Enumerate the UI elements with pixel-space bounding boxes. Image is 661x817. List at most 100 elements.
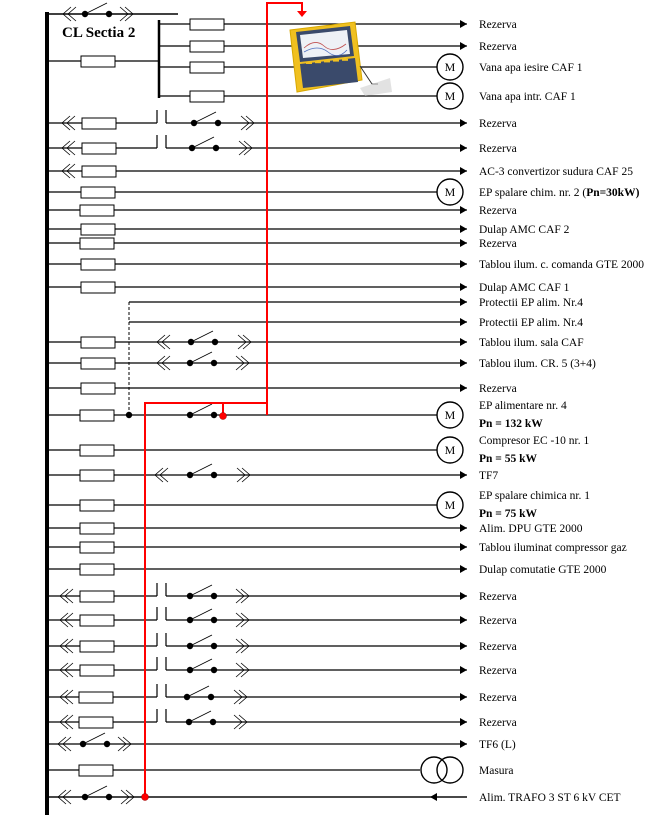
switch-blade — [189, 351, 213, 364]
device-key — [306, 62, 312, 64]
switch-blade — [84, 2, 108, 15]
plug-connector-right-icon — [117, 736, 132, 752]
feeder-label: Rezerva — [479, 19, 517, 31]
fuse-symbol — [79, 444, 115, 457]
fuse-symbol — [78, 716, 114, 729]
feeder-label: Rezerva — [479, 591, 517, 603]
plug-connector-left-icon — [59, 689, 74, 705]
feeder-label: Rezerva — [479, 118, 517, 130]
feeder-label: EP alimentare nr. 4 — [479, 400, 567, 412]
plug-connector-right-icon — [236, 467, 251, 483]
switch-blade — [193, 111, 217, 124]
plug-connector-left-icon — [57, 736, 72, 752]
feeder-label: EP spalare chimica nr. 1 — [479, 490, 590, 502]
plug-connector-right-icon — [235, 355, 250, 371]
feeder-label: Vana apa iesire CAF 1 — [479, 62, 583, 74]
switch-blade — [189, 658, 213, 671]
switch-contact — [103, 740, 111, 748]
motor-symbol-text: M — [445, 89, 456, 103]
arrow-right-icon — [460, 565, 467, 573]
plug-connector-right-icon — [119, 6, 134, 22]
fuse-symbol — [80, 258, 116, 271]
arrow-right-icon — [460, 718, 467, 726]
plug-connector-left-icon — [156, 355, 171, 371]
plug-connector-left-icon — [61, 115, 76, 131]
switch-contact — [210, 411, 218, 419]
feeder-label: Alim. DPU GTE 2000 — [479, 523, 583, 535]
measurement-wire-current — [223, 2, 303, 404]
plug-connector-left-icon — [59, 588, 74, 604]
motor-symbol-text: M — [445, 408, 456, 422]
arrow-right-icon — [460, 642, 467, 650]
feeder-label: Dulap comutatie GTE 2000 — [479, 564, 607, 576]
arrow-right-icon — [460, 119, 467, 127]
switchboard-title: CL Sectia 2 — [62, 25, 135, 41]
arrow-right-icon — [460, 42, 467, 50]
feeder-label: Rezerva — [479, 238, 517, 250]
fuse-symbol — [81, 117, 117, 130]
fuse-symbol — [78, 764, 114, 777]
arrow-right-icon — [460, 524, 467, 532]
device-keypad — [300, 58, 358, 88]
feeder-label: Tablou iluminat compressor gaz — [479, 542, 627, 554]
motor-icon — [436, 82, 464, 110]
fuse-symbol — [79, 204, 115, 217]
feeder-label: Masura — [479, 765, 514, 777]
feeder-label: Tablou ilum. c. comanda GTE 2000 — [479, 259, 644, 271]
fuse-symbol — [79, 499, 115, 512]
feeder-rating: Pn = 55 kW — [479, 453, 537, 465]
fuse-symbol — [80, 186, 116, 199]
motor-icon — [436, 491, 464, 519]
arrow-right-icon — [460, 666, 467, 674]
analyzer-device-icon — [289, 21, 392, 96]
switch-contact — [210, 642, 218, 650]
fuse-symbol — [80, 281, 116, 294]
transformer-icon — [436, 756, 464, 784]
feeder-label: Rezerva — [479, 615, 517, 627]
switch-blade — [82, 732, 106, 745]
device-key — [333, 59, 339, 62]
fuse-symbol — [79, 237, 115, 250]
plug-connector-left-icon — [59, 662, 74, 678]
plug-connector-right-icon — [235, 612, 250, 628]
device-waveform — [303, 47, 348, 56]
switch-blade — [84, 785, 108, 798]
plug-connector-right-icon — [238, 140, 253, 156]
fuse-symbol — [79, 469, 115, 482]
feeder-rating: Pn = 132 kW — [479, 418, 543, 430]
arrow-right-icon — [460, 359, 467, 367]
arrow-right-icon — [460, 144, 467, 152]
plug-connector-left-icon — [61, 140, 76, 156]
switch-blade — [189, 634, 213, 647]
motor-icon — [436, 53, 464, 81]
fuse-symbol — [189, 61, 225, 74]
switch-blade — [189, 608, 213, 621]
feeder-label: Rezerva — [479, 143, 517, 155]
fuse-symbol — [79, 590, 115, 603]
switch-contact — [209, 718, 217, 726]
switch-blade — [191, 136, 215, 149]
device-waveform — [303, 42, 347, 50]
switch-contact — [105, 10, 113, 18]
switch-blade — [188, 710, 212, 723]
plug-connector-right-icon — [120, 789, 135, 805]
plug-connector-left-icon — [61, 163, 76, 179]
feeder-label: Rezerva — [479, 383, 517, 395]
arrow-right-icon — [460, 543, 467, 551]
motor-symbol-text: M — [445, 185, 456, 199]
fuse-symbol — [79, 640, 115, 653]
plug-connector-left-icon — [57, 789, 72, 805]
fuse-symbol — [189, 40, 225, 53]
switch-contact — [210, 471, 218, 479]
measurement-point — [219, 412, 227, 420]
arrow-right-icon — [460, 740, 467, 748]
arrow-right-icon — [460, 225, 467, 233]
feeder-label: Dulap AMC CAF 2 — [479, 224, 570, 236]
plug-connector-right-icon — [233, 689, 248, 705]
feeder-label: TF6 (L) — [479, 739, 516, 751]
fuse-symbol — [81, 142, 117, 155]
device-screen — [300, 30, 350, 58]
motor-icon — [436, 178, 464, 206]
